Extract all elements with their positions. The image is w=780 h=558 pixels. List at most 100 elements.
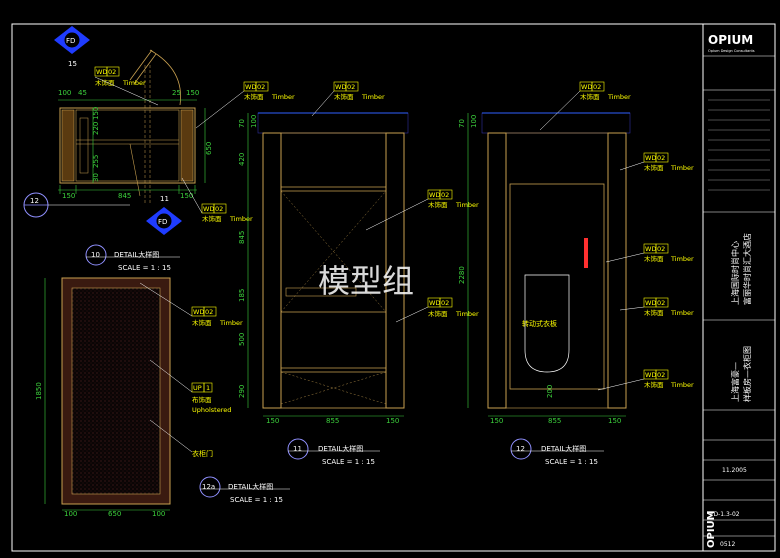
wd-tag-plan-right-code: WD <box>203 205 214 213</box>
fd-marker-bottom-label: FD <box>158 218 167 226</box>
wd-tag-door: WD 02 木饰面 Timber <box>139 282 243 327</box>
wd-tag-elev12-top: WD 02 木饰面 Timber <box>539 81 631 131</box>
detail-12a-scale: SCALE = 1 : 15 <box>230 496 283 504</box>
wd-tag-elev12-c: WD 02 木饰面 Timber <box>619 297 694 317</box>
elev11-dim-left-5: 500 <box>238 333 246 346</box>
wd-tag-elev12-d: WD 02 木饰面 Timber <box>597 369 694 391</box>
uph-tag-num: 1 <box>206 384 210 392</box>
wd-tag-elev12-a-en: Timber <box>670 164 694 172</box>
plan-dim-vertical-3: 30 <box>92 173 100 182</box>
door-dim-bottom-1: 650 <box>108 510 121 518</box>
wd-tag-plan-upper-right-cn: 木饰面 <box>244 92 264 101</box>
wd-tag-plan-right-cn: 木饰面 <box>202 214 222 223</box>
wd-tag-elev11-mid-code: WD <box>429 191 440 199</box>
elev11-dim-left-6: 290 <box>238 385 246 398</box>
door-wardrobe-label: 衣柜门 <box>192 449 213 458</box>
titleblock-drawing-cn-1: 上海富豪— <box>730 362 740 402</box>
wd-tag-elev12-a-code: WD <box>645 154 656 162</box>
wd-tag-elev11-top-num: 02 <box>347 83 355 91</box>
plan-dim-top-0: 100 <box>58 89 71 97</box>
wd-tag-elev11-top-code: WD <box>335 83 346 91</box>
wd-tag-elev11-top-cn: 木饰面 <box>334 92 354 101</box>
elev12-panel-label: 转动式衣板 <box>522 319 557 328</box>
detail-12-label: 12 DETAIL大样图 SCALE = 1 : 15 <box>510 438 604 466</box>
wd-tag-elev12-top-en: Timber <box>607 93 631 101</box>
elev11-dim-left-4: 185 <box>238 289 246 302</box>
detail-10-label: 10 DETAIL大样图 SCALE = 1 : 15 <box>85 244 180 272</box>
door-dim-left: 1850 <box>35 382 43 400</box>
wd-tag-elev12-b-num: 02 <box>657 245 665 253</box>
elevation-12: 70 100 2280 200 150 855 150 转动式衣板 WD 02 … <box>458 81 694 466</box>
titleblock-logo-sub: Opium Design Consultants <box>708 49 755 53</box>
elev11-dim-left-2: 420 <box>238 153 246 166</box>
elev11-dim-left-1: 100 <box>250 115 258 128</box>
wd-tag-door-en: Timber <box>219 319 243 327</box>
wd-tag-plan-upper-right-num: 02 <box>257 83 265 91</box>
detail-10-num: 10 <box>91 251 100 259</box>
elevation-11: 70 100 420 845 185 500 290 150 855 150 W… <box>238 81 479 466</box>
wd-tag-plan-top-en: Timber <box>122 79 146 87</box>
elev12-dim-bottom-1: 855 <box>548 417 561 425</box>
detail-12a-title: DETAIL大样图 <box>228 482 273 491</box>
door-dim-bottom-0: 100 <box>64 510 77 518</box>
fd-marker-bottom: FD 11 <box>146 195 182 235</box>
uph-tag-door: UP 1 布饰面 Upholstered <box>149 359 231 414</box>
wd-tag-elev11-low-cn: 木饰面 <box>428 309 448 318</box>
wd-tag-elev12-d-en: Timber <box>670 381 694 389</box>
elev12-dim-left-0: 70 <box>458 119 466 128</box>
bubble-12-plan: 12 <box>23 192 130 218</box>
wd-tag-plan-right: WD 02 木饰面 Timber <box>181 177 253 223</box>
detail-12-title: DETAIL大样图 <box>541 444 586 453</box>
detail-12a-label: 12a DETAIL大样图 SCALE = 1 : 15 <box>199 476 290 504</box>
wd-tag-plan-right-en: Timber <box>229 215 253 223</box>
detail-12a-num: 12a <box>202 483 215 491</box>
wd-tag-elev12-a: WD 02 木饰面 Timber <box>619 152 694 172</box>
wd-tag-elev11-mid: WD 02 木饰面 Timber <box>365 189 479 231</box>
detail-11-label: 11 DETAIL大样图 SCALE = 1 : 15 <box>287 438 380 466</box>
titleblock-logo: OPIUM <box>708 33 753 47</box>
detail-11-num: 11 <box>293 445 302 453</box>
title-block: OPIUM Opium Design Consultants 上海国际时尚中心 … <box>703 33 775 548</box>
wd-tag-plan-top-code: WD <box>96 68 107 76</box>
wd-tag-elev12-b-cn: 木饰面 <box>644 254 664 263</box>
door-dim-bottom-2: 100 <box>152 510 165 518</box>
wd-tag-elev12-a-cn: 木饰面 <box>644 163 664 172</box>
uph-tag-code: UP <box>193 384 202 392</box>
plan-dim-right: 650 <box>205 142 213 155</box>
plan-dim-bottom-0: 150 <box>62 192 75 200</box>
titleblock-project-cn-1: 上海国际时尚中心 <box>730 241 740 305</box>
wd-tag-elev12-c-code: WD <box>645 299 656 307</box>
wd-tag-door-cn: 木饰面 <box>192 318 212 327</box>
wd-tag-plan-top-num: 02 <box>108 68 116 76</box>
wd-tag-elev12-c-cn: 木饰面 <box>644 308 664 317</box>
wd-tag-elev11-top: WD 02 木饰面 Timber <box>311 81 385 117</box>
titleblock-logo-bottom: OPIUM <box>706 510 717 548</box>
wd-tag-plan-upper-right-code: WD <box>245 83 256 91</box>
wd-tag-elev12-b-code: WD <box>645 245 656 253</box>
detail-12-num: 12 <box>516 445 525 453</box>
plan-dim-top-3: 150 <box>186 89 199 97</box>
wd-tag-elev11-mid-cn: 木饰面 <box>428 200 448 209</box>
plan-dim-vertical-1: 150 <box>92 107 100 120</box>
titleblock-sheet: 0512 <box>720 541 735 548</box>
elev11-dim-bottom-1: 855 <box>326 417 339 425</box>
elev11-dim-left-3: 845 <box>238 231 246 244</box>
wd-tag-plan-upper-right: WD 02 木饰面 Timber <box>195 81 295 129</box>
detail-11-scale: SCALE = 1 : 15 <box>322 458 375 466</box>
wd-tag-elev12-b: WD 02 木饰面 Timber <box>605 243 694 263</box>
uph-tag-en: Upholstered <box>192 406 231 414</box>
wd-tag-elev12-c-num: 02 <box>657 299 665 307</box>
elev12-dim-left-1: 100 <box>470 115 478 128</box>
plan-dim-top-1: 45 <box>78 89 87 97</box>
door-detail: 1850 100 650 100 WD 02 木饰面 Timber UP 1 布… <box>35 277 290 518</box>
fd-marker-top-label: FD <box>66 37 75 45</box>
titleblock-drawing-no: FD-1.3-02 <box>710 511 740 518</box>
wd-tag-elev12-d-code: WD <box>645 371 656 379</box>
elev11-dim-left-0: 70 <box>238 119 246 128</box>
elev12-dim-bottom-0: 150 <box>490 417 503 425</box>
titleblock-project-cn-2: 富丽华时尚汇大酒店 <box>742 233 752 305</box>
plan-dim-bottom-1: 845 <box>118 192 131 200</box>
plan-dim-vertical-0: 220 <box>92 122 100 135</box>
wd-tag-elev12-top-cn: 木饰面 <box>580 92 600 101</box>
elev12-dim-left-3: 200 <box>546 385 554 398</box>
